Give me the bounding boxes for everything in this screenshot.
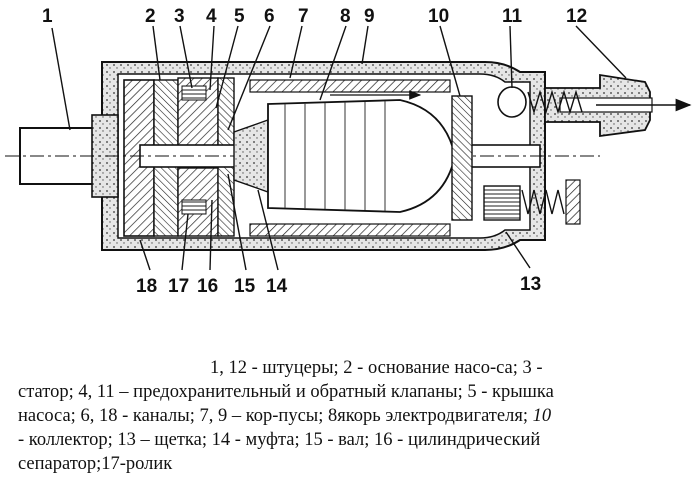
label-6: 6 [264, 6, 275, 27]
magnet-bottom [249, 223, 451, 237]
label-15: 15 [234, 276, 256, 297]
caption-line-3: насоса; 6, 18 - каналы; 7, 9 – кор-пусы;… [18, 404, 686, 428]
label-14: 14 [266, 276, 288, 297]
label-12: 12 [566, 6, 587, 27]
label-5: 5 [234, 6, 245, 27]
caption-line-4: - коллектор; 13 – щетка; 14 - муфта; 15 … [18, 430, 541, 450]
label-9: 9 [364, 6, 375, 27]
caption-line-3-italic: 10 [532, 406, 552, 426]
label-13: 13 [520, 274, 541, 295]
fuel-pump-diagram: 1 2 3 4 5 6 7 8 9 10 11 12 18 17 16 15 1… [5, 6, 692, 297]
label-4: 4 [206, 6, 217, 27]
label-10: 10 [428, 6, 449, 27]
brush [483, 179, 581, 225]
armature [267, 90, 456, 213]
caption-line-3-text: насоса; 6, 18 - каналы; 7, 9 – кор-пусы;… [18, 406, 533, 426]
label-1: 1 [42, 6, 53, 27]
caption-line-2: статор; 4, 11 – предохранительный и обра… [18, 382, 554, 402]
figure-caption: 1, 12 - штуцеры; 2 - основание насо-са; … [18, 356, 686, 476]
label-7: 7 [298, 6, 309, 27]
label-3: 3 [174, 6, 185, 27]
coupling [233, 119, 269, 193]
label-11: 11 [502, 6, 523, 27]
label-8: 8 [340, 6, 351, 27]
caption-line-1: 1, 12 - штуцеры; 2 - основание насо-са; … [210, 358, 543, 378]
label-18: 18 [136, 276, 157, 297]
caption-line-5: сепаратор;17-ролик [18, 454, 173, 474]
check-valve [497, 86, 583, 118]
leader-lines [51, 25, 627, 271]
label-16: 16 [197, 276, 218, 297]
magnet-top [249, 79, 451, 93]
outlet-fitting [544, 73, 692, 138]
label-17: 17 [168, 276, 189, 297]
commutator [451, 95, 473, 221]
label-2: 2 [145, 6, 156, 27]
